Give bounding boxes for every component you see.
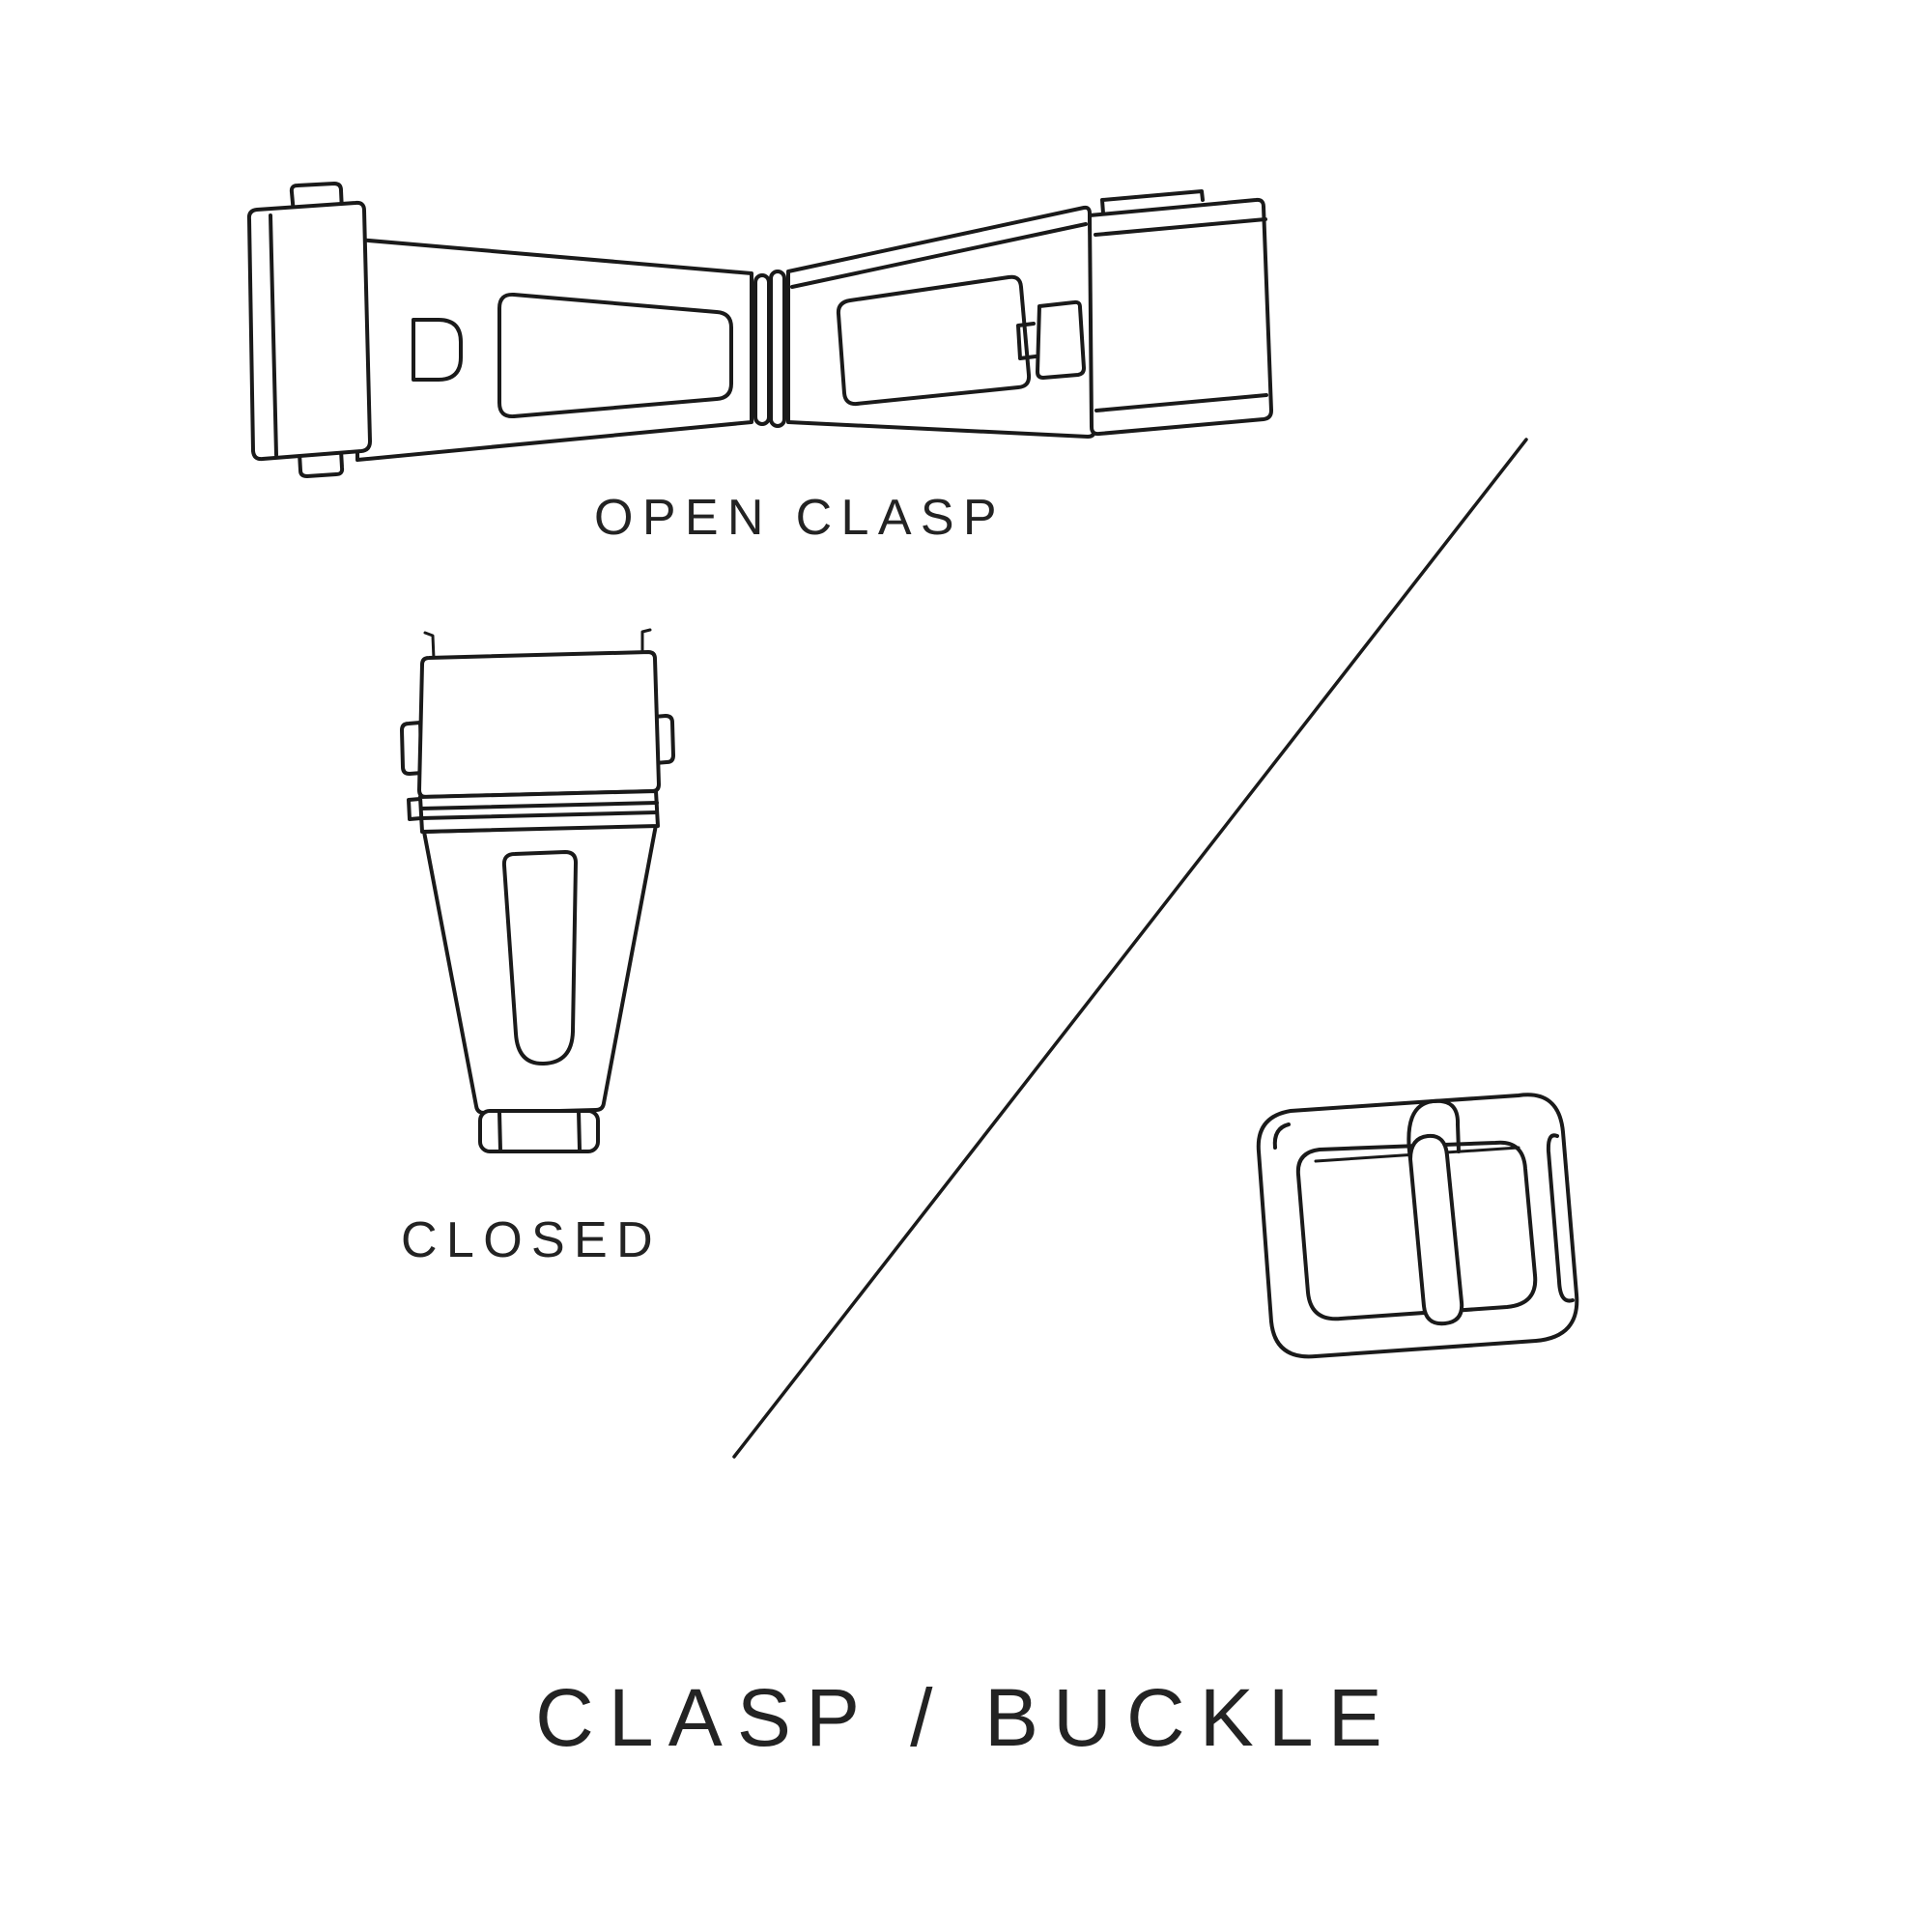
buckle-illustration <box>1219 1074 1625 1407</box>
page-title: CLASP / BUCKLE <box>535 1672 1397 1763</box>
closed-clasp-illustration <box>362 628 710 1183</box>
clasp-foot <box>478 1109 600 1153</box>
hinge-band <box>407 789 660 834</box>
right-pin <box>640 628 652 657</box>
buckle-drawing <box>1256 1093 1579 1359</box>
clasp-catch <box>1036 299 1086 380</box>
clasp-catch-hook <box>1016 322 1037 360</box>
buckle-frame <box>1256 1093 1579 1359</box>
clasp-hinge <box>753 270 786 428</box>
left-end-link <box>246 182 372 478</box>
open-clasp-illustration <box>222 179 1285 483</box>
buckle-tongue <box>1408 1133 1464 1326</box>
inner-relief <box>501 850 578 1066</box>
left-band-arm <box>355 238 753 462</box>
left-pin <box>423 631 436 661</box>
clasp-body <box>422 823 658 1115</box>
open-clasp-drawing <box>246 182 1273 478</box>
right-bar-contour <box>1546 1133 1575 1303</box>
open-clasp-label: OPEN CLASP <box>594 490 1006 546</box>
tongue-loop <box>1406 1098 1461 1161</box>
closed-clasp-drawing <box>400 628 675 1153</box>
right-band-arm <box>786 205 1096 439</box>
cover-block <box>417 650 661 799</box>
left-ear <box>400 721 424 776</box>
clasp-hole <box>412 318 463 382</box>
left-bar-contour <box>1272 1122 1291 1150</box>
right-end-link <box>1088 189 1273 437</box>
closed-clasp-label: CLOSED <box>401 1212 662 1268</box>
